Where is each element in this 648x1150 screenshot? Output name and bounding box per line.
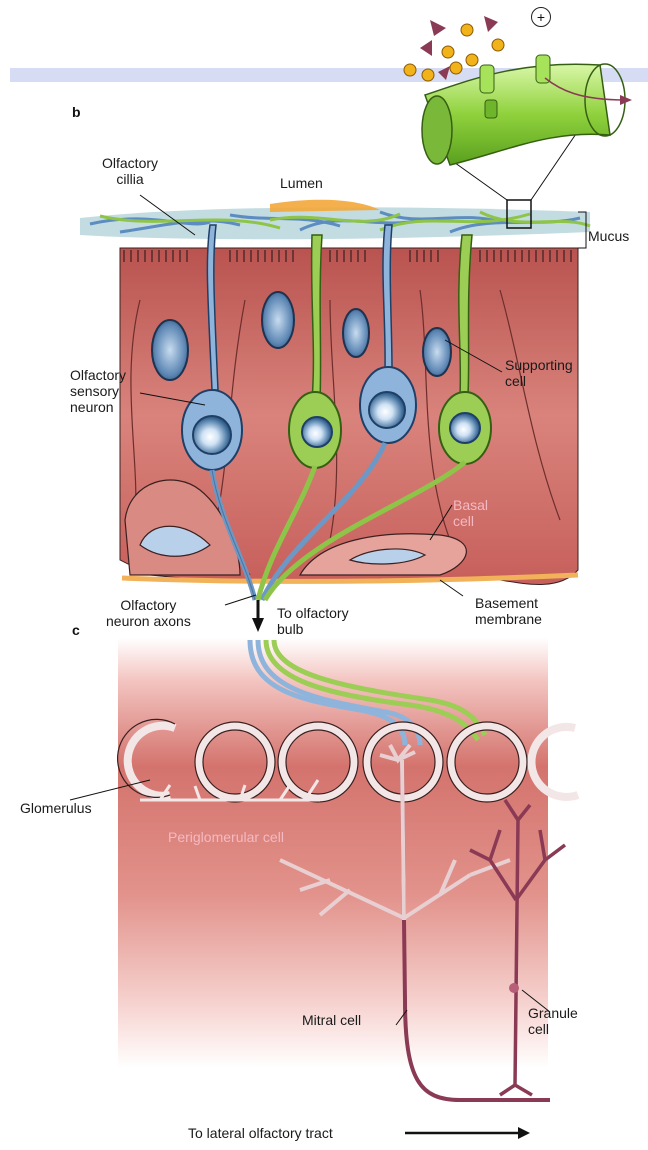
label-glomerulus: Glomerulus: [20, 800, 92, 816]
positive-ion: +: [531, 7, 551, 27]
label-granule-cell-line1: Granule: [528, 1005, 578, 1021]
label-basement-membrane-line1: Basement: [475, 595, 542, 611]
label-olfactory-sensory-neuron: Olfactory sensory neuron: [70, 367, 126, 415]
label-supporting-cell-line1: Supporting: [505, 357, 573, 373]
label-olfactory-cillia: Olfactory cillia: [102, 155, 158, 187]
label-lumen: Lumen: [280, 175, 323, 191]
label-basal-cell-line1: Basal: [453, 497, 488, 513]
label-olfactory-cillia-line1: Olfactory: [102, 155, 158, 171]
label-supporting-cell: Supporting cell: [505, 357, 573, 389]
label-granule-cell: Granule cell: [528, 1005, 578, 1037]
label-basement-membrane-line2: membrane: [475, 611, 542, 627]
panel-b-label: b: [72, 104, 81, 120]
label-to-olfactory-bulb-line1: To olfactory: [277, 605, 349, 621]
label-olfactory-sensory-neuron-line2: sensory: [70, 383, 126, 399]
label-basement-membrane: Basement membrane: [475, 595, 542, 627]
label-periglomerular-cell: Periglomerular cell: [168, 829, 284, 845]
label-granule-cell-line2: cell: [528, 1021, 578, 1037]
label-olfactory-neuron-axons: Olfactory neuron axons: [106, 597, 191, 629]
label-to-lateral-olfactory-tract: To lateral olfactory tract: [188, 1125, 333, 1141]
label-to-olfactory-bulb: To olfactory bulb: [277, 605, 349, 637]
label-olfactory-neuron-axons-line2: neuron axons: [106, 613, 191, 629]
label-basal-cell-line2: cell: [453, 513, 488, 529]
label-olfactory-cillia-line2: cillia: [102, 171, 158, 187]
label-olfactory-sensory-neuron-line3: neuron: [70, 399, 126, 415]
label-olfactory-neuron-axons-line1: Olfactory: [106, 597, 191, 613]
label-mitral-cell: Mitral cell: [302, 1012, 361, 1028]
label-mucus: Mucus: [588, 228, 629, 244]
label-olfactory-sensory-neuron-line1: Olfactory: [70, 367, 126, 383]
label-to-olfactory-bulb-line2: bulb: [277, 621, 349, 637]
panel-c-label: c: [72, 622, 80, 638]
label-supporting-cell-line2: cell: [505, 373, 573, 389]
label-basal-cell: Basal cell: [453, 497, 488, 529]
